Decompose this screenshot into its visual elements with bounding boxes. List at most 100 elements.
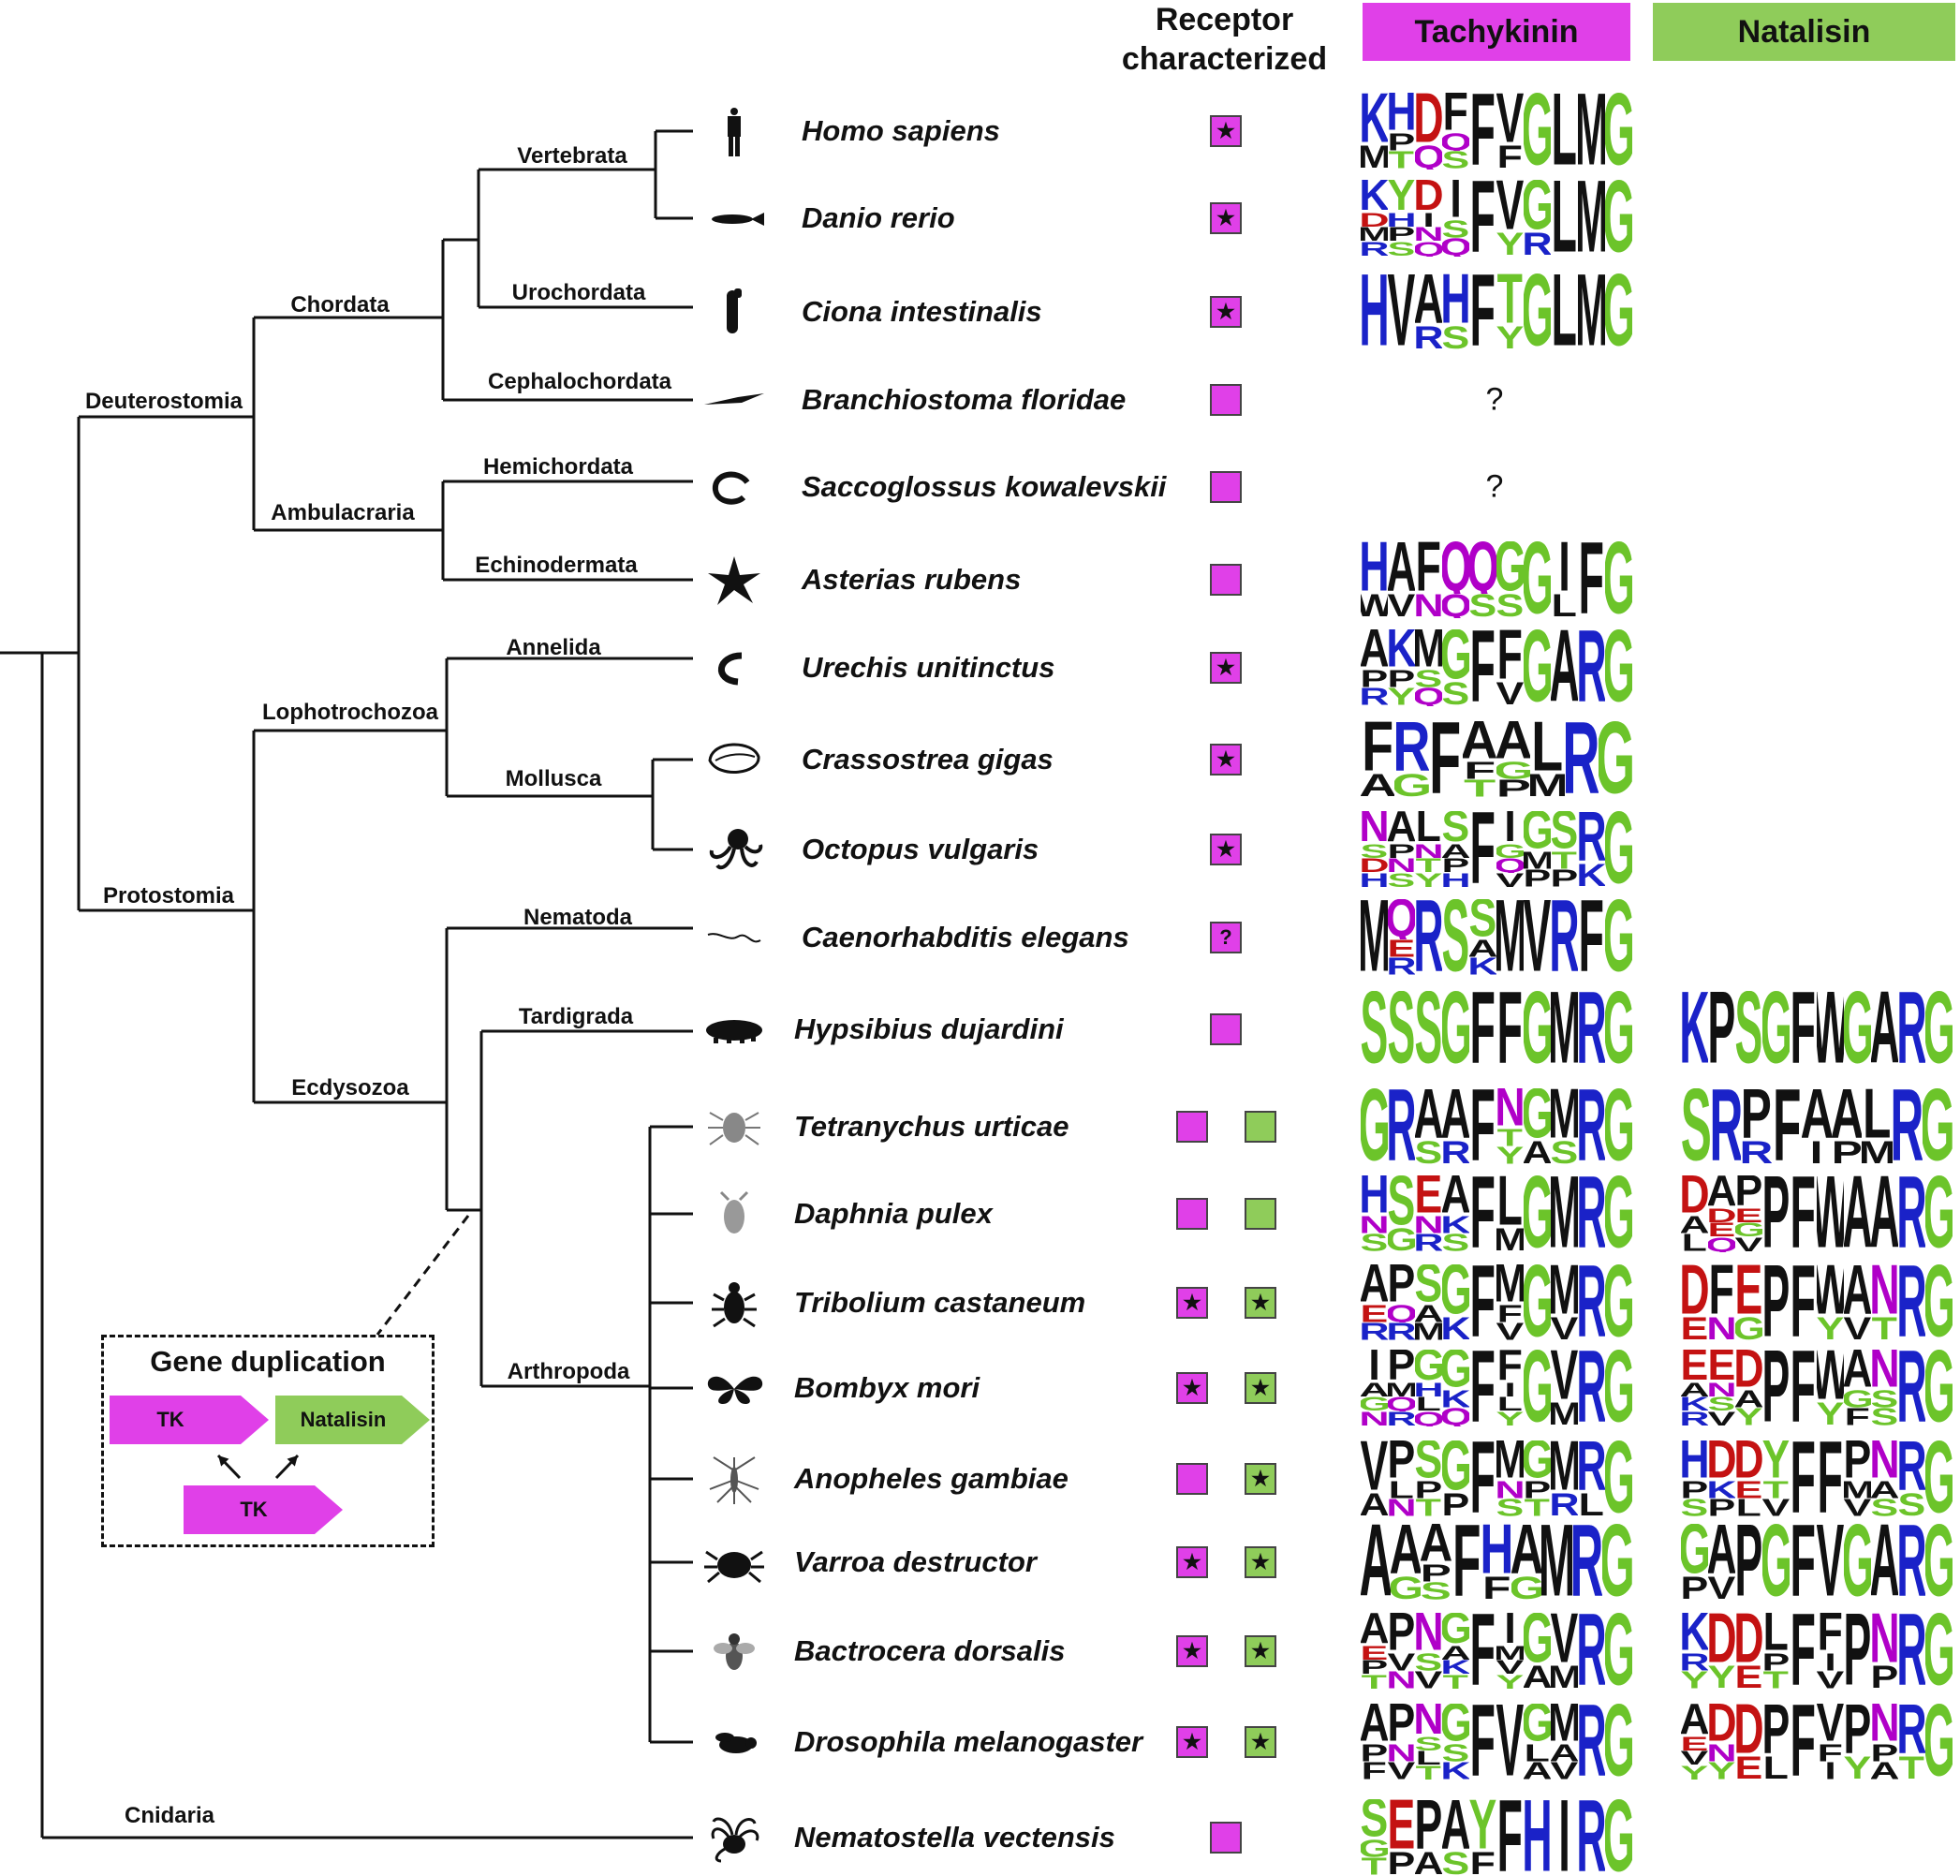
nts-receptor-box-bactrocera-dorsalis: ★ <box>1245 1635 1276 1667</box>
mosquito-icon <box>700 1452 768 1506</box>
logo-letter: G <box>1524 1264 1551 1341</box>
logo-residue: A <box>1511 1524 1541 1576</box>
logo-residue: S <box>1442 682 1469 706</box>
logo-residue: A <box>1681 1382 1708 1397</box>
logo-letter: A <box>1415 1088 1442 1142</box>
logo-column: RG <box>1394 721 1428 798</box>
logo-column: G <box>1524 93 1551 170</box>
logo-letter: K <box>1681 991 1708 1068</box>
logo-residue: A <box>1415 273 1442 326</box>
logo-column: F <box>1469 273 1496 350</box>
logo-letter: H <box>1361 1175 1388 1216</box>
logo-letter: P <box>1524 869 1551 888</box>
logo-residue: Y <box>1708 1665 1735 1690</box>
logo-letter: H <box>1415 1381 1442 1397</box>
tk-receptor-box-bactrocera-dorsalis: ★ <box>1176 1635 1208 1667</box>
logo-residue: A <box>1361 629 1388 670</box>
logo-letter: W <box>1817 1350 1844 1402</box>
logo-letter: G <box>1524 1350 1551 1426</box>
logo-residue: M <box>1361 145 1388 170</box>
clade-label-vertebrata: Vertebrata <box>517 143 627 169</box>
logo-residue: R <box>1578 1799 1605 1876</box>
logo-letter: R <box>1578 1264 1605 1341</box>
logo-letter: E <box>1388 938 1415 958</box>
logo-letter: G <box>1524 629 1551 706</box>
logo-letter: N <box>1415 843 1442 859</box>
logo-column: P <box>1735 1524 1762 1601</box>
logo-letter: S <box>1708 1396 1735 1412</box>
logo-residue: K <box>1469 957 1496 976</box>
tk-receptor-box-saccoglossus-kowalevskii <box>1210 471 1242 503</box>
logo-letter: P <box>1361 1743 1388 1763</box>
logo-residue: G <box>1511 1576 1541 1601</box>
logo-residue: S <box>1442 1233 1469 1252</box>
logo-residue: G <box>1925 1175 1953 1252</box>
logo-column: GK <box>1442 1264 1469 1341</box>
logo-letter: G <box>1442 1264 1469 1317</box>
logo-residue: Y <box>1496 1146 1524 1165</box>
logo-residue: P <box>1361 1744 1388 1763</box>
logo-letter: G <box>1496 844 1524 859</box>
species-name-daphnia-pulex: Daphnia pulex <box>794 1197 993 1230</box>
logo-residue: P <box>1708 991 1735 1068</box>
logo-residue: V <box>1496 180 1524 232</box>
logo-residue: F <box>1772 1088 1802 1165</box>
nts-sequence-logo-anopheles-gambiae: HPSDKPDELYTVFFPMVNASRSG <box>1681 1440 1953 1517</box>
logo-residue: V <box>1708 1576 1735 1601</box>
logo-column: S <box>1442 899 1469 976</box>
logo-letter: Y <box>1496 1675 1524 1690</box>
logo-letter: R <box>1578 1613 1605 1690</box>
logo-column: G <box>1605 93 1632 170</box>
logo-letter: F <box>1578 541 1605 618</box>
tk-sequence-logo-bactrocera-dorsalis: AEPTPVNNSVGAKTFIMVYGAVMRG <box>1361 1613 1632 1690</box>
logo-letter: S <box>1388 1175 1415 1229</box>
logo-letter: V <box>1496 1704 1524 1780</box>
logo-letter: P <box>1388 1852 1415 1876</box>
logo-column: AGP <box>1496 721 1530 798</box>
logo-letter: V <box>1844 1317 1871 1341</box>
species-name-bombyx-mori: Bombyx mori <box>794 1371 980 1404</box>
logo-letter: F <box>1772 1088 1801 1165</box>
logo-column: M <box>1578 273 1605 350</box>
logo-column: V <box>1524 899 1551 976</box>
tk-gene-bottom-polygon <box>184 1485 343 1534</box>
logo-column: L <box>1551 93 1578 170</box>
logo-letter: F <box>1844 1408 1871 1426</box>
nts-receptor-box-bombyx-mori: ★ <box>1245 1372 1276 1404</box>
logo-letter: V <box>1551 1317 1578 1341</box>
logo-letter: N <box>1361 811 1388 844</box>
logo-residue: E <box>1735 1756 1762 1780</box>
logo-residue: S <box>1898 1493 1925 1517</box>
logo-letter: M <box>1361 145 1388 170</box>
tk-receptor-box-nematostella-vectensis <box>1210 1822 1242 1854</box>
logo-residue: S <box>1871 1408 1898 1426</box>
logo-residue: M <box>1496 1646 1524 1661</box>
logo-letter: G <box>1605 629 1632 706</box>
logo-letter: K <box>1681 1396 1708 1412</box>
logo-letter: N <box>1388 1743 1415 1763</box>
logo-letter: M <box>1530 774 1564 798</box>
logo-residue: T <box>1898 1756 1925 1780</box>
logo-residue: P <box>1735 1175 1762 1208</box>
nts-sequence-logo-drosophila-melanogaster: AEVYDNYDEPLFVFIPYNPARTG <box>1681 1704 1953 1780</box>
logo-column: F <box>1469 1088 1496 1165</box>
logo-letter: Q <box>1415 687 1442 706</box>
sea-anemone-icon <box>700 1810 768 1865</box>
logo-letter: Q <box>1496 858 1524 873</box>
ascidian-icon <box>700 285 768 339</box>
logo-residue: M <box>1578 93 1605 170</box>
logo-letter: G <box>1735 1317 1762 1341</box>
logo-letter: A <box>1361 629 1388 670</box>
logo-letter: L <box>1496 1175 1524 1229</box>
logo-letter: D <box>1735 1704 1762 1757</box>
logo-residue: P <box>1762 1653 1790 1672</box>
logo-residue: I <box>1442 180 1469 220</box>
logo-letter: R <box>1578 991 1605 1068</box>
logo-residue: P <box>1442 1493 1469 1517</box>
logo-letter: A <box>1361 774 1395 798</box>
logo-letter: Q <box>1388 1305 1415 1323</box>
logo-residue: M <box>1551 1440 1578 1493</box>
human-icon <box>700 104 768 158</box>
